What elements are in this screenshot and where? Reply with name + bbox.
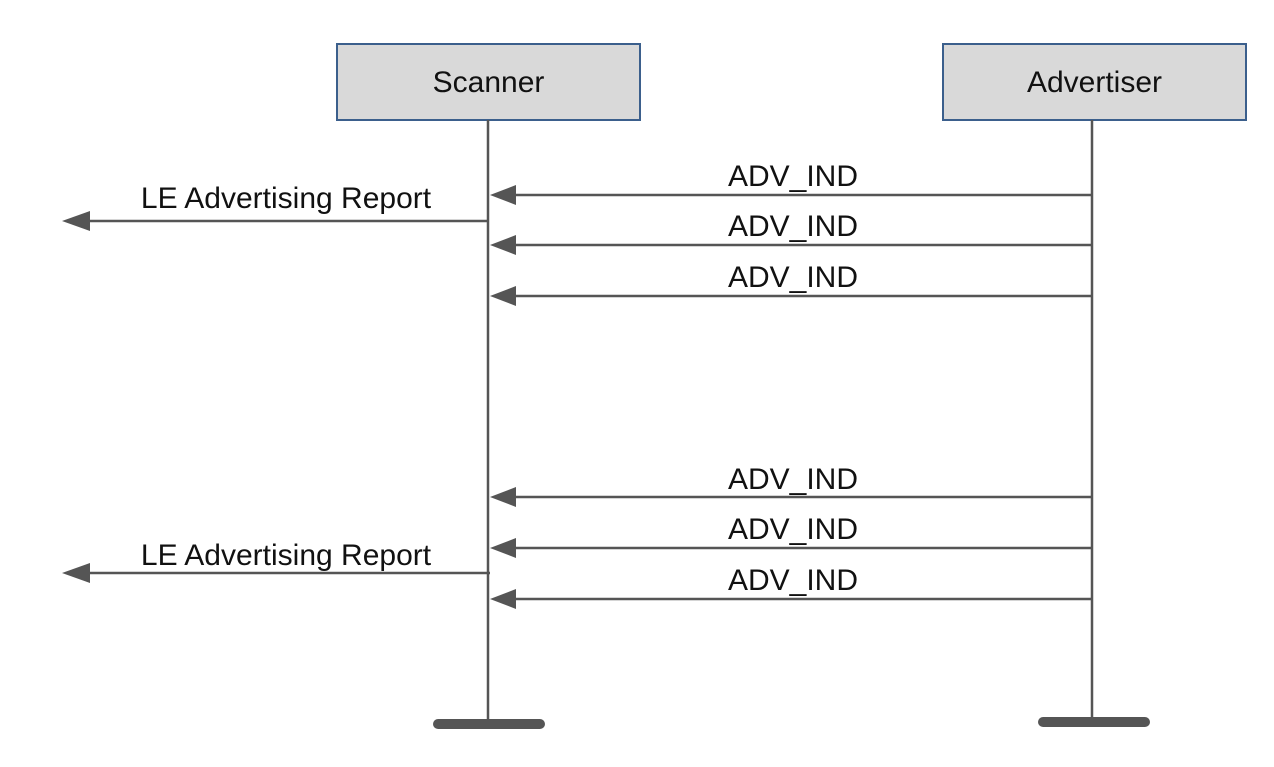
scanner-box: [336, 43, 641, 121]
message-label: ADV_IND: [728, 564, 858, 597]
arrowhead-left-icon: [490, 487, 516, 507]
message-adv-ind-2: ADV_IND: [490, 210, 1092, 255]
message-label: ADV_IND: [728, 261, 858, 294]
participant-advertiser: Advertiser: [942, 43, 1247, 727]
message-label: ADV_IND: [728, 160, 858, 193]
arrowhead-left-icon: [490, 538, 516, 558]
report-le-advertising-1: LE Advertising Report: [62, 182, 488, 231]
arrowhead-left-icon: [490, 235, 516, 255]
message-label: ADV_IND: [728, 513, 858, 546]
advertiser-label: Advertiser: [1027, 66, 1162, 99]
advertiser-box: [942, 43, 1247, 121]
message-adv-ind-1: ADV_IND: [490, 160, 1092, 205]
arrowhead-left-icon: [490, 185, 516, 205]
message-adv-ind-6: ADV_IND: [490, 564, 1092, 609]
arrowhead-left-icon: [490, 589, 516, 609]
report-label: LE Advertising Report: [141, 182, 432, 215]
message-label: ADV_IND: [728, 210, 858, 243]
message-adv-ind-3: ADV_IND: [490, 261, 1092, 306]
message-adv-ind-5: ADV_IND: [490, 513, 1092, 558]
report-le-advertising-2: LE Advertising Report: [62, 539, 490, 583]
arrowhead-left-icon: [62, 563, 90, 583]
message-adv-ind-4: ADV_IND: [490, 463, 1092, 507]
arrowhead-left-icon: [62, 211, 90, 231]
participant-scanner: Scanner: [336, 43, 641, 729]
report-label: LE Advertising Report: [141, 539, 432, 572]
arrowhead-left-icon: [490, 286, 516, 306]
message-label: ADV_IND: [728, 463, 858, 496]
scanner-label: Scanner: [433, 66, 545, 99]
